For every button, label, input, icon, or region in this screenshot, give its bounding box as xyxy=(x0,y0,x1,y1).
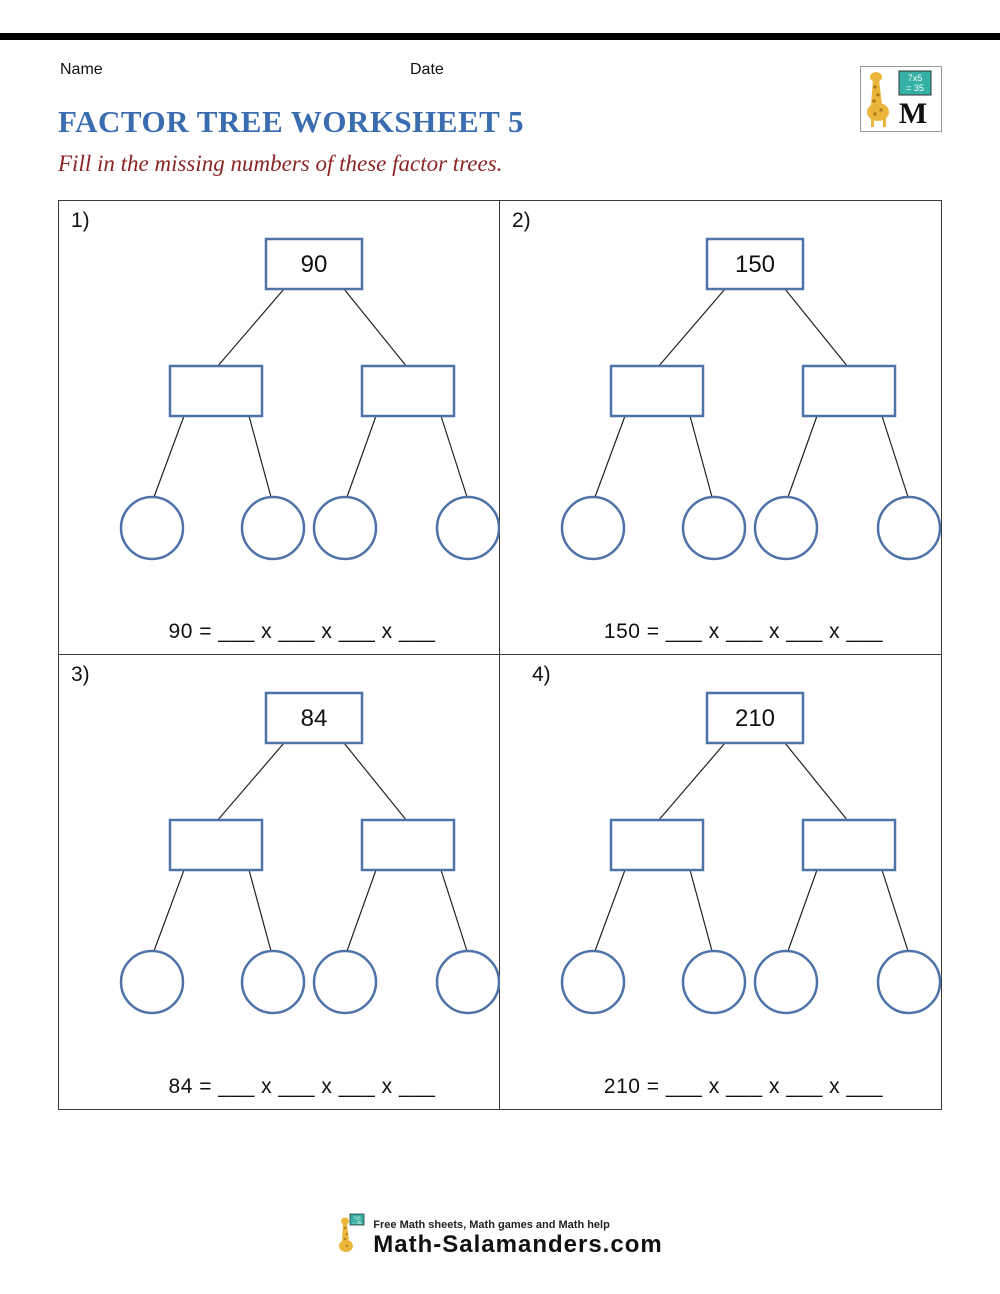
chalkboard-mini-text2: = 35 xyxy=(353,1220,362,1225)
factor-tree: 150 xyxy=(560,237,941,561)
equation: 90 = ___ x ___ x ___ x ___ xyxy=(168,620,436,643)
page-title: FACTOR TREE WORKSHEET 5 xyxy=(58,104,525,139)
root-box xyxy=(705,237,805,291)
prime-circle-4 xyxy=(876,495,941,561)
root-box xyxy=(264,691,364,745)
giraffe-head-mini xyxy=(341,1217,350,1225)
factor-box-left xyxy=(168,818,264,872)
factor-box-right xyxy=(360,818,456,872)
equation: 210 = ___ x ___ x ___ x ___ xyxy=(603,1075,884,1098)
giraffe-neck-mini xyxy=(342,1223,350,1241)
problem-cell-2: 2) 150 150 = ___ x ___ x ___ x ___ xyxy=(500,201,941,655)
giraffe-spots-mini xyxy=(344,1227,349,1247)
footer-site-name: Math-Salamanders.com xyxy=(373,1231,663,1258)
prime-circle-3 xyxy=(312,949,378,1015)
prime-circle-2 xyxy=(240,495,306,561)
prime-circle-3 xyxy=(753,949,819,1015)
factor-box-right xyxy=(801,364,897,418)
root-box xyxy=(705,691,805,745)
root-value: 150 xyxy=(735,251,775,278)
chalkboard-text-top: 7x5 xyxy=(908,73,923,83)
prime-circle-1 xyxy=(119,495,185,561)
footer: 7x5 = 35 Free Math sheets, Math games an… xyxy=(0,1213,1000,1259)
problem-number: 3) xyxy=(71,663,90,686)
factor-tree: 90 xyxy=(119,237,500,561)
giraffe-spots xyxy=(872,85,883,116)
prime-circle-1 xyxy=(560,949,626,1015)
root-value: 84 xyxy=(301,705,328,732)
prime-circle-3 xyxy=(753,495,819,561)
math-salamanders-logo: 7x5 = 35 M xyxy=(860,66,942,132)
factor-tree: 84 xyxy=(119,691,500,1015)
footer-text: Free Math sheets, Math games and Math he… xyxy=(373,1213,662,1259)
equation: 150 = ___ x ___ x ___ x ___ xyxy=(603,620,884,643)
chalkboard xyxy=(898,70,932,96)
chalkboard-mini-text: 7x5 xyxy=(354,1216,362,1221)
giraffe-neck xyxy=(871,79,882,105)
factor-box-left xyxy=(609,364,705,418)
top-divider-rule xyxy=(0,33,1000,40)
problem-number: 2) xyxy=(512,209,531,232)
date-label: Date xyxy=(410,61,444,78)
connector-lines xyxy=(594,742,909,952)
prime-circle-4 xyxy=(435,495,500,561)
footer-tagline: Free Math sheets, Math games and Math he… xyxy=(373,1219,610,1231)
connector-lines xyxy=(153,742,468,952)
equation: 84 = ___ x ___ x ___ x ___ xyxy=(168,1075,436,1098)
chalkboard-mini xyxy=(349,1213,365,1226)
problem-cell-3: 3) 84 84 = ___ x ___ x ___ x ___ xyxy=(59,655,500,1109)
factor-box-left xyxy=(609,818,705,872)
chalkboard-text-bottom: = 35 xyxy=(906,83,924,93)
giraffe-leg xyxy=(883,118,886,127)
problem-number: 1) xyxy=(71,209,90,232)
instructions: Fill in the missing numbers of these fac… xyxy=(58,151,503,176)
root-value: 210 xyxy=(735,705,775,732)
problem-number: 4) xyxy=(532,663,551,686)
root-box xyxy=(264,237,364,291)
factor-box-left xyxy=(168,364,264,418)
logo-letter-m: M xyxy=(899,97,927,129)
root-value: 90 xyxy=(301,251,328,278)
logo-graphic: 7x5 = 35 M xyxy=(867,70,932,130)
prime-circle-1 xyxy=(560,495,626,561)
connector-lines xyxy=(153,288,468,498)
prime-circle-4 xyxy=(435,949,500,1015)
prime-circle-2 xyxy=(681,495,747,561)
worksheet-grid: 1) 90 90 = ___ x ___ x ___ x ___ 2) xyxy=(58,200,942,1110)
factor-box-right xyxy=(801,818,897,872)
prime-circle-2 xyxy=(240,949,306,1015)
giraffe-body xyxy=(867,103,889,121)
prime-circle-2 xyxy=(681,949,747,1015)
prime-circle-3 xyxy=(312,495,378,561)
factor-tree: 210 xyxy=(560,691,941,1015)
giraffe-leg xyxy=(871,118,874,127)
factor-box-right xyxy=(360,364,456,418)
prime-circle-4 xyxy=(876,949,941,1015)
connector-lines xyxy=(594,288,909,498)
footer-logo-icon: 7x5 = 35 xyxy=(339,1213,365,1252)
name-label: Name xyxy=(60,61,103,78)
prime-circle-1 xyxy=(119,949,185,1015)
problem-cell-1: 1) 90 90 = ___ x ___ x ___ x ___ xyxy=(59,201,500,655)
problem-cell-4: 4) 210 210 = ___ x ___ x ___ x ___ xyxy=(500,655,941,1109)
